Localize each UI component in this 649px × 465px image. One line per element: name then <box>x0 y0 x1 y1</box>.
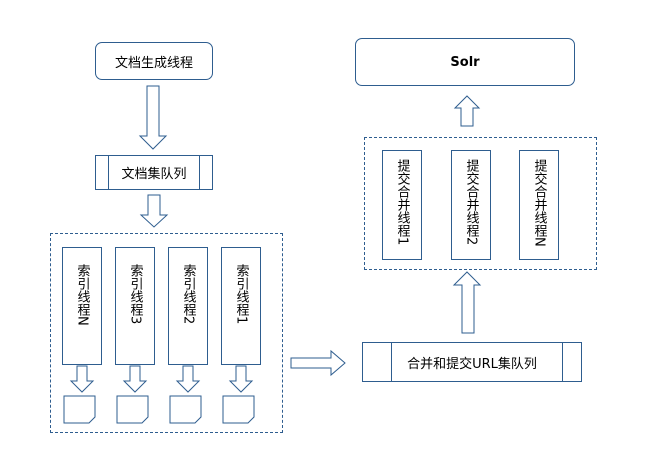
index-thread-2-box: 索引线程2 <box>168 247 208 365</box>
queue-divider <box>562 343 563 381</box>
down-arrow-icon <box>228 365 254 393</box>
queue-divider <box>108 156 109 189</box>
down-arrow-icon <box>138 85 168 150</box>
merge-thread-n-box: 提交合并线程N <box>519 150 559 260</box>
merge-thread-1-box: 提交合并线程1 <box>382 150 422 260</box>
solr-box: Solr <box>355 38 575 86</box>
merge-threads-group <box>364 137 597 270</box>
right-arrow-icon <box>290 349 346 377</box>
index-threads-group <box>50 233 283 433</box>
merge-queue-label: 合并和提交URL集队列 <box>407 356 537 372</box>
queue-divider <box>199 156 200 189</box>
index-thread-n-label: 索引线程N <box>74 264 90 326</box>
down-arrow-icon <box>122 365 148 393</box>
merge-thread-2-label: 提交合并线程2 <box>463 159 479 246</box>
down-arrow-icon <box>69 365 95 393</box>
document-icon <box>63 395 96 424</box>
merge-thread-n-label: 提交合并线程N <box>531 159 547 247</box>
merge-thread-2-box: 提交合并线程2 <box>451 150 491 260</box>
document-icon <box>116 395 149 424</box>
index-thread-3-box: 索引线程3 <box>115 247 155 365</box>
down-arrow-icon <box>175 365 201 393</box>
merge-thread-1-label: 提交合并线程1 <box>394 159 410 246</box>
index-thread-3-label: 索引线程3 <box>127 264 143 325</box>
document-icon <box>222 395 255 424</box>
queue-divider <box>391 343 392 381</box>
document-icon <box>169 395 202 424</box>
doc-gen-thread-label: 文档生成线程 <box>114 55 193 71</box>
index-thread-n-box: 索引线程N <box>62 247 102 365</box>
doc-gen-thread-box: 文档生成线程 <box>95 42 213 80</box>
index-thread-1-box: 索引线程1 <box>221 247 261 365</box>
index-thread-2-label: 索引线程2 <box>180 264 196 325</box>
merge-queue-box: 合并和提交URL集队列 <box>362 342 582 382</box>
down-arrow-icon <box>139 194 169 228</box>
up-arrow-icon <box>453 95 481 127</box>
solr-label: Solr <box>450 54 480 70</box>
index-thread-1-label: 索引线程1 <box>233 264 249 325</box>
doc-queue-box: 文档集队列 <box>95 155 213 190</box>
up-arrow-icon <box>452 271 482 334</box>
doc-queue-label: 文档集队列 <box>121 167 187 182</box>
